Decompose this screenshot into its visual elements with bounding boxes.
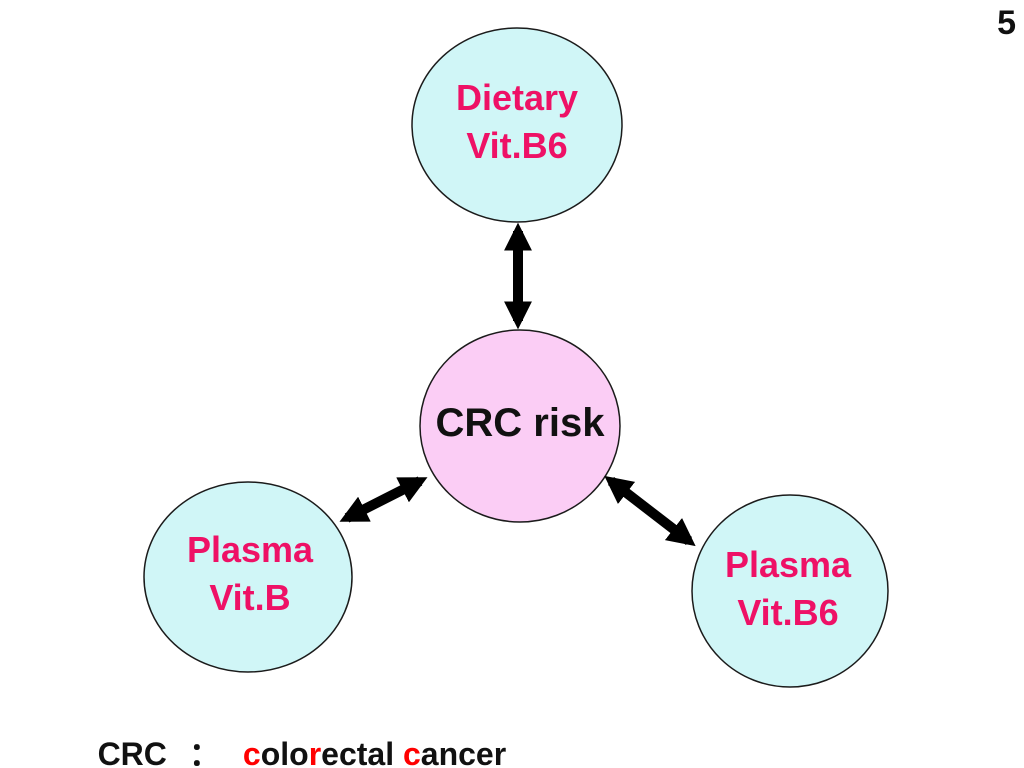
node-label-line: Dietary [455, 77, 579, 118]
node-label-line: CRC risk [435, 401, 605, 445]
node-label-plasma-vitb: Plasma Vit.B [187, 526, 313, 622]
node-label-line: Vit.B6 [466, 125, 568, 166]
node-label-line: Vit.B6 [737, 592, 839, 633]
caption-letter-c1: c [242, 736, 261, 768]
node-label-crc-risk: CRC risk [436, 399, 605, 447]
caption-colon: ： [188, 736, 221, 768]
node-circle-plasma-vitb6 [691, 494, 889, 688]
caption-text: ectal [321, 736, 403, 768]
node-label-plasma-vitb6: Plasma Vit.B6 [725, 541, 851, 637]
caption-letter-c2: c [402, 736, 421, 768]
page-number: 5 [997, 4, 1016, 42]
caption-crc-definition: CRC：colorectal cancer [62, 692, 507, 768]
node-circle-crc-risk [419, 329, 621, 523]
node-circle-dietary-vitb6 [411, 27, 623, 223]
node-label-line: Plasma [186, 529, 314, 570]
caption-text: ancer [420, 736, 507, 768]
node-label-line: Plasma [724, 544, 852, 585]
arrow-plasma-vitb-crc [339, 476, 428, 523]
caption-acronym: CRC [97, 736, 167, 768]
arrow-plasma-vitb6-crc [604, 475, 696, 547]
node-label-line: Vit.B [209, 577, 291, 618]
caption-text: olo [260, 736, 309, 768]
caption-letter-r: r [308, 736, 322, 768]
node-circle-plasma-vitb [143, 481, 353, 673]
node-label-dietary-vitb6: Dietary Vit.B6 [456, 74, 578, 170]
